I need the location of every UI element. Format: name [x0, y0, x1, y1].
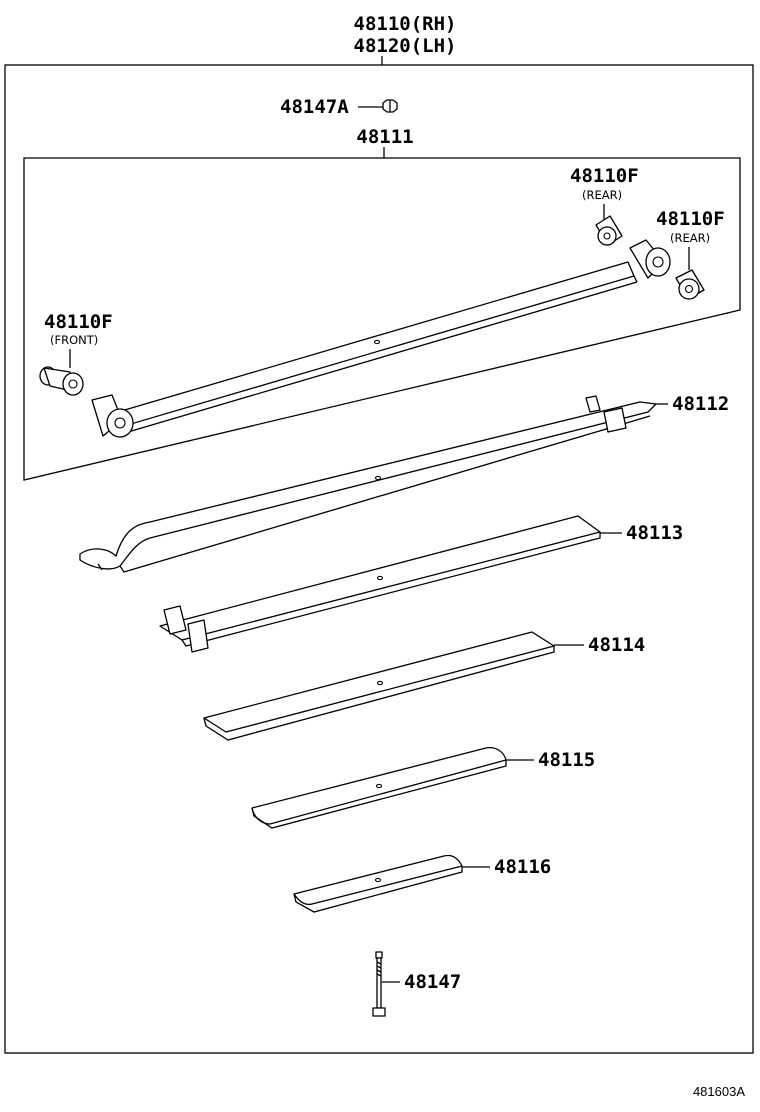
diagram-reference-code: 481603A: [693, 1084, 745, 1099]
label-48110F-front: 48110F: [44, 311, 113, 333]
sub-assembly-frame-48111: [23, 157, 741, 481]
label-48114: 48114: [588, 634, 645, 656]
leaf-48112: [79, 395, 657, 573]
assembly-number-lh: 48120(LH): [354, 35, 457, 57]
label-48112: 48112: [672, 393, 729, 415]
leaf-48113: [159, 515, 601, 653]
label-48116: 48116: [494, 856, 551, 878]
note-48110F-front: (FRONT): [50, 333, 98, 347]
label-48110F-rear-2: 48110F: [656, 208, 725, 230]
note-48110F-rear-2: (REAR): [670, 231, 710, 245]
bushing-48110F-rear-2: [675, 269, 705, 300]
leaf-48115: [251, 746, 507, 829]
label-48147: 48147: [404, 971, 461, 993]
bushing-48110F-front: [39, 366, 84, 396]
label-48113: 48113: [626, 522, 683, 544]
label-48115: 48115: [538, 749, 595, 771]
outer-frame: [4, 64, 754, 1054]
leaf-48114: [203, 631, 555, 741]
bushing-48110F-rear-1: [595, 215, 623, 246]
label-48110F-rear-1: 48110F: [570, 165, 639, 187]
nut-48147A: [382, 99, 398, 113]
center-bolt-48147: [372, 951, 386, 1017]
leaf-48116: [293, 854, 463, 913]
label-48147A: 48147A: [280, 96, 349, 118]
label-48111: 48111: [356, 126, 413, 148]
main-leaf-48111: [91, 239, 671, 438]
note-48110F-rear-1: (REAR): [582, 188, 622, 202]
assembly-number-rh: 48110(RH): [354, 13, 457, 35]
